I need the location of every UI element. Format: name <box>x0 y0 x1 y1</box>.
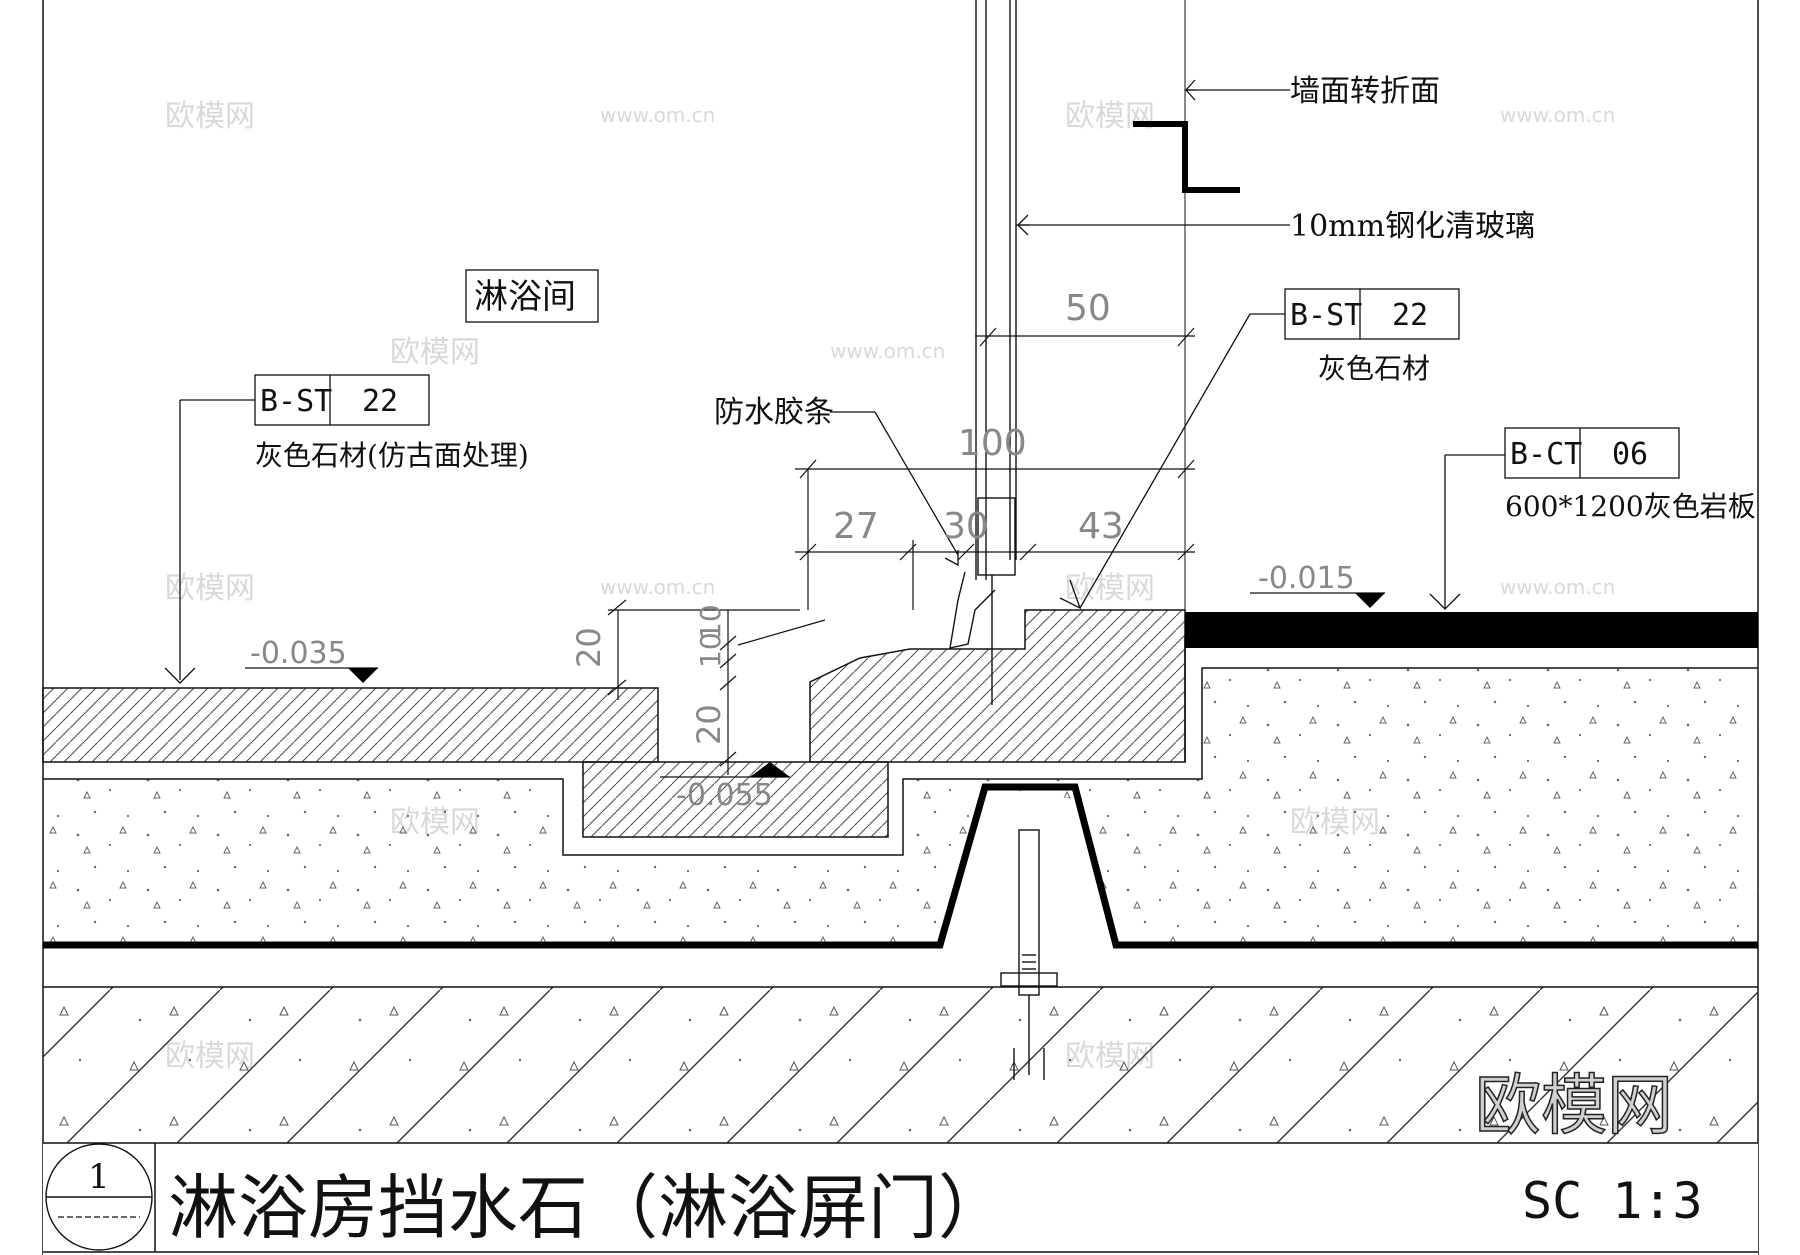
dim-50: 50 <box>1065 288 1111 329</box>
watermark-logo: 欧模网 <box>1475 1067 1673 1144</box>
label-slate: 600*1200灰色岩板 <box>1505 490 1756 523</box>
watermark-url: www.om.cn <box>1500 103 1615 127</box>
tag-slate: B-CT 06 600*1200灰色岩板 <box>1504 427 1756 523</box>
tag-slate-code: B-CT <box>1510 437 1582 472</box>
tag-left-num: 22 <box>362 384 398 419</box>
label-wall-fold: 墙面转折面 <box>1290 74 1440 109</box>
screed-layer <box>43 668 1758 945</box>
structural-slab <box>43 987 1758 1143</box>
watermark-url: www.om.cn <box>1500 575 1615 599</box>
title-block: 1 淋浴房挡水石（淋浴屏门） SC 1:3 <box>43 1142 1758 1255</box>
waterproof-membrane <box>43 783 1758 949</box>
label-stone-fine: 灰色石材 <box>1318 352 1430 385</box>
dim-100: 100 <box>958 423 1027 464</box>
label-glass: 10mm钢化清玻璃 <box>1290 209 1535 244</box>
elevation-trench: -0.055 <box>676 778 773 813</box>
anchor-bolt <box>1000 829 1058 1080</box>
right-slate-panel <box>1185 612 1758 648</box>
watermark-url: www.om.cn <box>600 575 715 599</box>
drawing-title: 淋浴房挡水石（淋浴屏门） <box>168 1167 1008 1249</box>
dim-10a: 10 <box>694 604 727 640</box>
room-label-box: 淋浴间 <box>465 269 599 323</box>
tag-right-num: 22 <box>1392 298 1428 333</box>
watermark-text: 欧模网 <box>1065 99 1155 134</box>
watermark-url: www.om.cn <box>830 339 945 363</box>
watermark-text: 欧模网 <box>165 571 255 606</box>
watermark-text: 欧模网 <box>165 99 255 134</box>
trench-stone <box>582 761 889 838</box>
tag-left-code: B-ST <box>260 384 332 419</box>
elevation-left-marker: -0.035 <box>245 636 378 683</box>
dim-30: 30 <box>943 506 989 547</box>
watermark-url: www.om.cn <box>600 103 715 127</box>
tag-slate-num: 06 <box>1612 437 1648 472</box>
drawing-scale: SC 1:3 <box>1522 1172 1703 1230</box>
watermark-text: 欧模网 <box>390 335 480 370</box>
tag-right-code: B-ST <box>1290 298 1362 333</box>
dim-43: 43 <box>1078 506 1124 547</box>
elevation-right: -0.015 <box>1258 561 1355 596</box>
dim-20b: 20 <box>690 704 728 745</box>
elevation-trench-marker: -0.055 <box>660 762 790 813</box>
dim-10b: 10 <box>694 632 727 668</box>
dimension-texts: 50 100 27 30 43 20 10 10 20 <box>570 288 1124 745</box>
dim-27: 27 <box>833 506 879 547</box>
threshold-stone <box>809 609 1186 763</box>
wall-fold-symbol <box>1133 121 1240 193</box>
dim-20: 20 <box>570 627 608 668</box>
elevation-right-marker: -0.015 <box>1250 561 1385 608</box>
left-stone-slab <box>42 687 659 763</box>
drawing-number: 1 <box>88 1157 110 1197</box>
label-room: 淋浴间 <box>474 277 576 317</box>
glass-panel <box>975 0 1017 705</box>
elevation-left: -0.035 <box>250 636 347 671</box>
tag-left: B-ST 22 灰色石材(仿古面处理) <box>254 374 529 472</box>
label-waterproof-strip: 防水胶条 <box>714 395 834 430</box>
tag-right: B-ST 22 灰色石材 <box>1284 288 1460 385</box>
label-stone-antique: 灰色石材(仿古面处理) <box>255 439 529 472</box>
watermark-text: 欧模网 <box>1065 571 1155 606</box>
waterproof-strip <box>949 571 996 649</box>
